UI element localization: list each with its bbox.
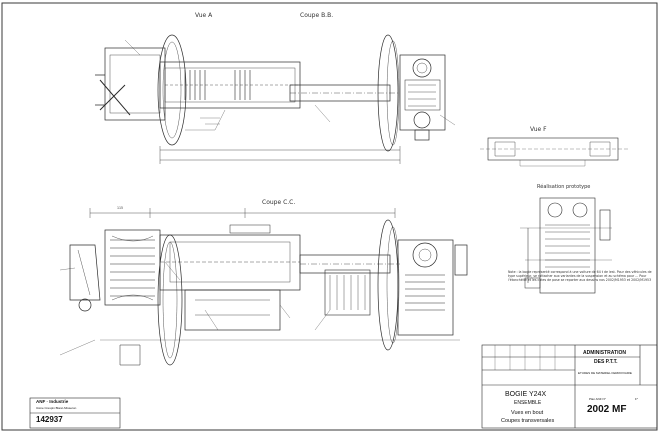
bogie-title: BOGIE Y24X bbox=[505, 391, 547, 398]
company-plant: Usine Crespin Blanc-Misseron bbox=[36, 406, 77, 410]
administration-line2: DES P.T.T. bbox=[594, 359, 618, 365]
ensemble-label: ENSEMBLE bbox=[514, 400, 542, 406]
service-line: ETUDES DE MATERIEL FERROVIAIRE bbox=[578, 371, 632, 375]
vues-line: Vues en bout bbox=[511, 410, 544, 416]
note-text: Note : la bogie représenté correspond à … bbox=[508, 270, 652, 283]
plan-number: 2002 MF bbox=[587, 404, 627, 415]
view-realisation-prototype bbox=[520, 197, 612, 294]
company-name: ANF · Industrie bbox=[36, 399, 69, 404]
coupes-line: Coupes transversales bbox=[501, 418, 555, 424]
view-vue-a-coupe-bb bbox=[95, 34, 456, 164]
view-coupe-cc bbox=[59, 208, 468, 366]
plan-label: Plan ANF N° bbox=[589, 397, 606, 401]
dim-bottom-left: 115 bbox=[117, 206, 124, 210]
vue-a-label: Vue A bbox=[195, 12, 213, 19]
company-number: 142937 bbox=[36, 415, 63, 424]
company-block bbox=[29, 397, 121, 429]
realisation-label: Réalisation prototype bbox=[537, 184, 591, 190]
sheet-label: F° bbox=[635, 397, 639, 401]
coupe-bb-label: Coupe B.B. bbox=[300, 12, 334, 19]
view-vue-f bbox=[480, 137, 630, 167]
coupe-cc-label: Coupe C.C. bbox=[262, 199, 296, 206]
title-block bbox=[481, 344, 658, 429]
administration-line1: ADMINISTRATION bbox=[583, 350, 626, 356]
vue-f-label: Vue F bbox=[530, 126, 547, 133]
